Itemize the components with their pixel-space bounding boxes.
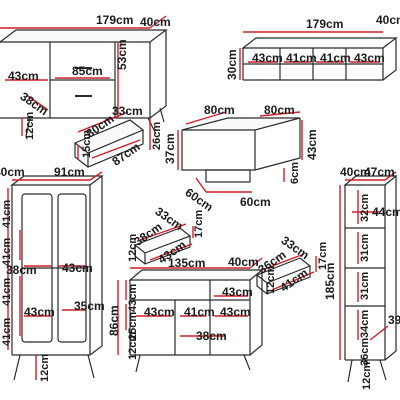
tall-cabinet-width-label: 47cm (364, 165, 395, 179)
chest-height-label: 86cm (107, 305, 121, 336)
tall-cabinet-depth-label: 40cm (340, 165, 371, 179)
tv-unit-compartment-3-label: 41cm (320, 51, 351, 65)
display-cabinet-shelf-depth-label: 38cm (6, 263, 37, 277)
display-cabinet-leg-height-label: 12cm (39, 353, 51, 382)
drawer-depth-label: 33cm (112, 104, 143, 118)
sideboard-leg-height-label: 12cm (24, 111, 36, 140)
sideboard-width-label: 179cm (96, 13, 134, 27)
display-cabinet-drawing (10, 175, 104, 381)
small-drawer-front-height-label: 12cm (127, 233, 139, 262)
tv-unit-compartment-4-label: 43cm (354, 51, 385, 65)
chest-row-3-label: 12cm (127, 331, 139, 360)
tall-cabinet-shelf-1-label: 32cm (359, 193, 371, 222)
coffee-table-side-label: 43cm (305, 129, 319, 160)
tv-unit-height-label: 30cm (225, 49, 239, 80)
chest-shelf-depth-label: 38cm (196, 329, 227, 343)
small-drawer-left-drawing (133, 227, 192, 265)
sideboard-drawer-drawing (73, 119, 145, 168)
chest-top-compartment-label: 43cm (222, 285, 253, 299)
coffee-table-plinth-label: 6cm (289, 161, 301, 184)
tv-unit-compartment-1-label: 43cm (252, 51, 283, 65)
small-drawer-right-front-height-label: 12cm (265, 265, 277, 294)
chest-width-label: 135cm (168, 256, 206, 270)
display-cabinet-cabinet-width-label: 43cm (62, 261, 93, 275)
tall-cabinet-shelf-3-label: 31cm (359, 271, 371, 300)
tall-cabinet-shelf-2-label: 31cm (359, 233, 371, 262)
display-cabinet-shelf-3-label: 41cm (1, 277, 13, 306)
tall-cabinet-height-label: 185cm (323, 262, 337, 300)
sideboard-height-label: 53cm (115, 39, 129, 70)
display-cabinet-shelf-2-label: 41cm (1, 237, 13, 266)
drawer-height-label: 26cm (151, 121, 163, 150)
display-cabinet-depth-label: 40cm (0, 165, 25, 179)
tv-unit-width-label: 179cm (306, 17, 344, 31)
drawer-front-height-label: 15cm (81, 129, 93, 158)
display-cabinet-lower-width-label: 43cm (24, 305, 55, 319)
small-drawer-height-label: 17cm (193, 209, 205, 238)
tall-cabinet-door-label: 39 (388, 313, 400, 327)
coffee-table-top-depth-label: 80cm (264, 103, 295, 117)
tv-unit-compartment-2-label: 41cm (286, 51, 317, 65)
sideboard-drawer-width-label: 85cm (72, 64, 103, 78)
display-cabinet-shelf-1-label: 41cm (1, 199, 13, 228)
coffee-table-drawing (181, 117, 301, 183)
tall-cabinet-inner-width-label: 44cm (372, 205, 400, 219)
chest-compartment-3-label: 43cm (220, 305, 251, 319)
coffee-table-base-depth-label: 60cm (240, 195, 271, 209)
sideboard-cabinet-width-label: 43cm (8, 69, 39, 83)
display-cabinet-door-width-label: 35cm (74, 299, 105, 313)
chest-row-1-label: 43cm (127, 283, 139, 312)
chest-compartment-1-label: 43cm (144, 305, 175, 319)
dimension-lines (0, 15, 397, 380)
tall-cabinet-leg-height-label: 12cm (361, 361, 373, 390)
tall-cabinet-shelf-4-label: 34cm (359, 309, 371, 338)
tv-unit-drawing (241, 37, 398, 81)
coffee-table-top-width-label: 80cm (204, 103, 235, 117)
chest-depth-label: 40cm (228, 255, 259, 269)
sideboard-drawing (0, 29, 168, 137)
sideboard-depth-label: 40cm (140, 15, 171, 29)
coffee-table-height-label: 37cm (163, 133, 177, 164)
chest-drawing (128, 269, 264, 373)
display-cabinet-shelf-4-label: 41cm (1, 317, 13, 346)
chest-compartment-2-label: 41cm (184, 305, 215, 319)
tv-unit-depth-label: 40cm (376, 13, 400, 27)
display-cabinet-width-label: 91cm (54, 165, 85, 179)
